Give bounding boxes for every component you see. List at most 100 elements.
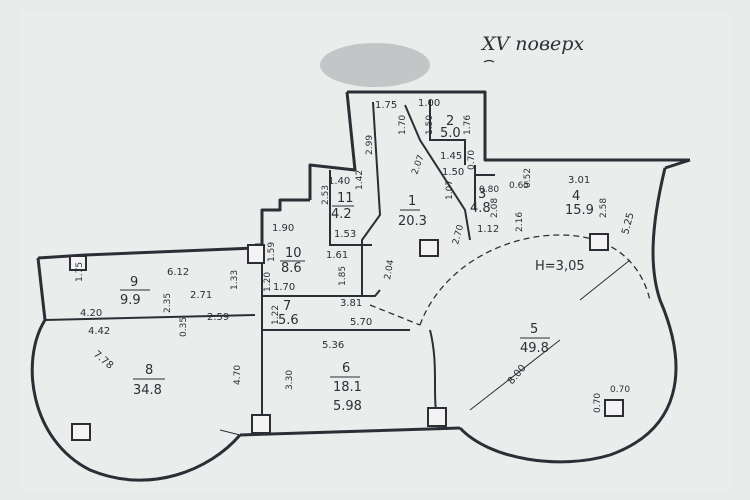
room-3-number: 3: [478, 187, 486, 202]
dim-label: 4.20: [80, 308, 102, 319]
dim-label: 2.16: [515, 212, 525, 232]
dim-label: 0.65: [509, 181, 529, 191]
column: [427, 407, 447, 427]
column: [251, 414, 271, 434]
dim-label: 0.70: [610, 385, 630, 395]
dim-label: 0.52: [523, 168, 533, 188]
room-8-area: 34.8: [133, 383, 162, 398]
column: [247, 244, 265, 264]
dim-label: 1.70: [273, 282, 295, 293]
dim-label: 1.59: [267, 242, 277, 262]
dim-line-8-00: [469, 339, 561, 411]
outer-walls: [30, 90, 691, 482]
dim-label: 1.75: [75, 262, 85, 282]
room-7-dashed-line: [369, 304, 421, 326]
dim-label: 1.61: [326, 250, 348, 261]
inner-walls: [44, 100, 495, 432]
dimension-labels: 1.75 1.00 1.70 1.50 1.76 2.99 2.07 1.45 …: [75, 98, 637, 414]
dim-label: 1.90: [272, 223, 294, 234]
dim-line-small: [219, 429, 241, 436]
dim-label: 1.85: [338, 266, 348, 286]
dim-label: 0.80: [479, 185, 499, 195]
room-4-number: 4: [572, 189, 580, 204]
room-labels: 1 20.3 2 5.0 3 4.8 4 15.9 5 49.8 6 18.1 …: [120, 114, 594, 398]
dim-label: 1.20: [263, 272, 273, 292]
wall-top-left: [308, 91, 357, 200]
room-2-number: 2: [446, 114, 454, 129]
room-9-number: 9: [130, 275, 138, 290]
floor-title: XV поверх: [480, 33, 584, 55]
dim-line-h: [579, 259, 631, 301]
wall-room-8-arc: [30, 319, 242, 482]
dim-label: 1.50: [425, 115, 435, 135]
dim-label: 1.40: [328, 176, 350, 187]
wall-room-1-left: [361, 101, 382, 295]
wall-right-top: [664, 158, 691, 170]
dim-label: 4.70: [233, 365, 243, 385]
dim-label: 1.42: [355, 170, 365, 190]
dim-label: 1.45: [440, 151, 462, 162]
room-10-number: 10: [285, 246, 302, 261]
dimension-lines: [219, 259, 631, 436]
dim-label: 4.42: [88, 326, 110, 337]
dim-label: 1.50: [442, 167, 464, 178]
wall-room-2-box: [429, 100, 466, 165]
wall-room-5-arc: [458, 167, 678, 464]
dim-label: 3.01: [568, 175, 590, 186]
column: [419, 239, 439, 257]
wall-room-11: [329, 170, 372, 246]
room-1-area: 20.3: [398, 214, 427, 229]
dim-label: 5.70: [350, 317, 372, 328]
column: [71, 423, 91, 441]
dim-label: 0.35: [179, 317, 189, 337]
column: [69, 255, 87, 271]
room-1-number: 1: [408, 194, 416, 209]
wall-bottom: [239, 426, 461, 437]
room-5-area: 49.8: [520, 341, 549, 356]
dim-label: 5.36: [322, 340, 344, 351]
room-4-area: 15.9: [565, 203, 594, 218]
dim-label: 5.98: [333, 399, 362, 414]
column: [604, 399, 624, 417]
wall-room-10-bottom: [262, 289, 381, 297]
room-7-area: 5.6: [278, 313, 299, 328]
room-7-number: 7: [283, 299, 291, 314]
dim-label: 2.08: [490, 198, 500, 218]
room-10-area: 8.6: [281, 261, 302, 276]
room-8-number: 8: [145, 363, 153, 378]
room-9-area: 9.9: [120, 293, 141, 308]
title-underline: [483, 59, 495, 63]
dim-label: 1.33: [230, 270, 240, 290]
wall-room-2-left: [404, 104, 471, 241]
dim-label: 2.04: [383, 259, 396, 281]
dim-label: 2.35: [163, 293, 173, 313]
redaction-blob: [320, 43, 430, 87]
dim-label: 2.58: [599, 198, 609, 218]
dim-label: 2.71: [190, 290, 212, 301]
dim-label: 0.70: [467, 150, 477, 170]
dim-label: 6.12: [167, 267, 189, 278]
ceiling-height-label: H=3,05: [535, 259, 585, 274]
dim-label: 1.76: [463, 115, 473, 135]
room-11-number: 11: [337, 191, 354, 206]
dim-label: 1.75: [375, 100, 397, 111]
room-5-number: 5: [530, 322, 538, 337]
room-3-area: 4.8: [470, 201, 491, 216]
dim-label: 2.53: [321, 185, 331, 205]
dim-label: 1.22: [271, 305, 281, 325]
dim-label: 1.12: [477, 224, 499, 235]
dim-label: 2.59: [207, 312, 229, 323]
dim-label: 2.99: [365, 135, 375, 155]
dim-label: 0.70: [593, 393, 603, 413]
wall-top: [347, 90, 690, 162]
room-11-area: 4.2: [331, 207, 352, 222]
room-6-number: 6: [342, 361, 350, 376]
dim-label: 1.70: [398, 115, 408, 135]
wall-room-9-bottom: [44, 314, 256, 321]
column: [589, 233, 609, 251]
columns: [69, 233, 624, 441]
dim-label: 1.53: [334, 229, 356, 240]
wall-left-edge: [36, 257, 47, 321]
